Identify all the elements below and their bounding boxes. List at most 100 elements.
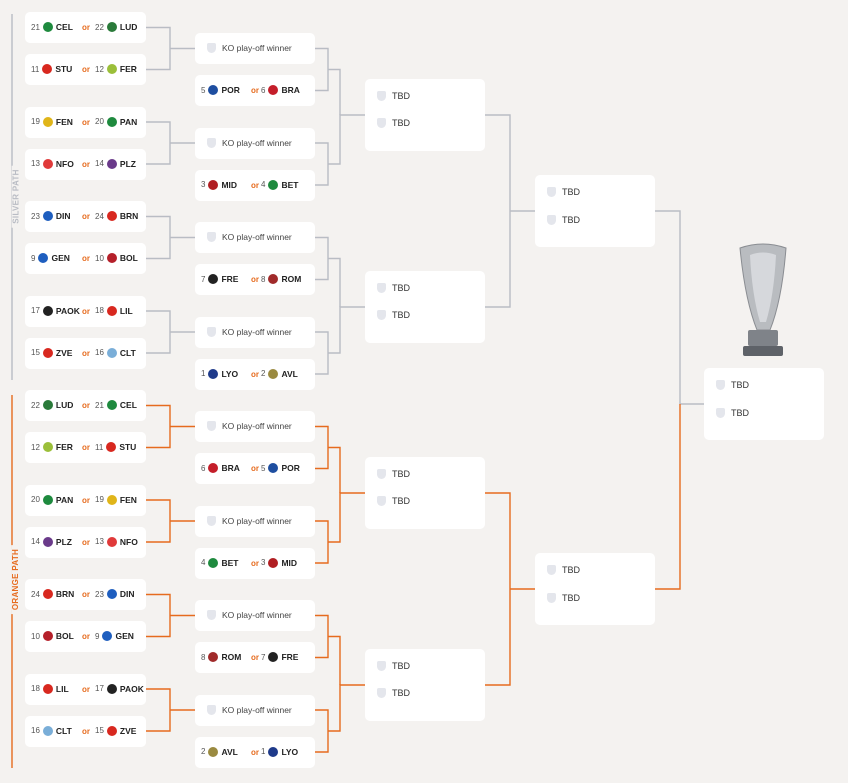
playoff-card-right[interactable] [88,526,146,558]
playoff-card-right[interactable] [88,148,146,180]
playoff-card-right[interactable] [88,579,146,610]
team-abbr: NFO [119,536,138,547]
playoff-card-right[interactable] [88,715,146,747]
ko-winner-slot[interactable]: KO play-off winner [195,695,315,725]
tbd-card[interactable] [365,79,485,151]
playoff-card-right[interactable] [88,484,146,516]
playoff-card-right[interactable] [88,54,146,85]
playoff-card-right[interactable] [88,621,146,652]
team-abbr: LYO [281,746,299,757]
tbd-card[interactable] [535,175,655,247]
team-seed: 10 [31,631,40,641]
ko-winner-slot[interactable]: KO play-off winner [195,506,315,536]
ko-winner-slot[interactable]: KO play-off winner [195,600,315,630]
tbd-card[interactable] [535,553,655,625]
shield-icon [207,610,216,620]
trophy-icon [739,243,787,356]
playoff-card-right[interactable] [88,106,146,138]
playoff-card-right[interactable] [88,673,146,705]
shield-icon [377,496,386,506]
tbd-slot: TBD [535,593,580,603]
final-card[interactable] [704,368,824,440]
bracket-connector [485,492,535,686]
playoff-card-right[interactable] [88,243,146,274]
team-abbr: LIL [119,305,133,316]
team-crest-icon [106,442,117,452]
playoff-card-right[interactable] [88,295,146,327]
team-abbr: POR [281,463,300,473]
ko-winner-label: KO play-off winner [222,610,292,620]
team-seed: 11 [95,442,104,452]
playoff-card-right[interactable] [88,201,146,232]
playoff-card-right[interactable] [88,432,146,463]
ko-winner-slot[interactable]: KO play-off winner [195,411,315,441]
team-crest-icon [106,22,117,32]
playoff-card-right[interactable] [88,390,146,421]
or-label: or [251,653,259,662]
ko-winner-slot[interactable]: KO play-off winner [195,128,315,158]
playoff-card-right[interactable] [88,12,146,43]
tbd-card[interactable] [365,271,485,343]
ko-winner-slot[interactable]: KO play-off winner [195,222,315,252]
ko-winner-slot[interactable]: KO play-off winner [195,317,315,347]
tbd-card[interactable] [365,649,485,721]
tbd-label: TBD [562,565,580,575]
ko-winner-slot[interactable]: KO play-off winner [195,33,315,63]
tbd-label: TBD [562,593,580,603]
playoff-card-right[interactable] [88,337,146,369]
team-crest-icon [268,85,279,95]
shield-icon [207,421,216,431]
shield-icon [207,326,216,337]
tbd-card[interactable] [365,457,485,529]
team-seed: 7 [201,274,206,284]
